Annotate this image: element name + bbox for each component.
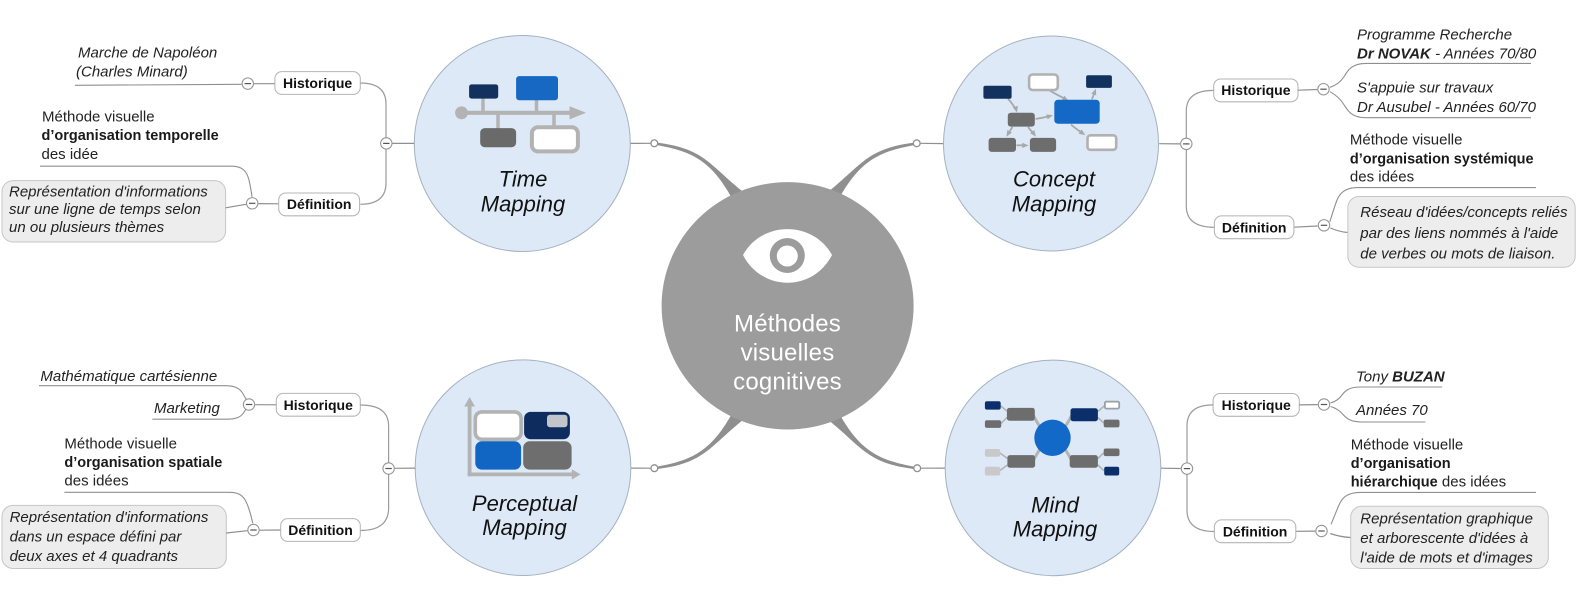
svg-text:Définition: Définition: [288, 522, 353, 538]
svg-text:des idée: des idée: [42, 146, 99, 163]
svg-text:Historique: Historique: [1221, 82, 1290, 98]
svg-text:Concept: Concept: [1013, 167, 1096, 192]
svg-text:Mathématique cartésienne: Mathématique cartésienne: [40, 368, 217, 385]
svg-text:Méthode visuelle: Méthode visuelle: [1350, 131, 1463, 148]
svg-text:sur une ligne de temps selon: sur une ligne de temps selon: [9, 201, 201, 218]
svg-text:Représentation d'informations: Représentation d'informations: [10, 509, 209, 526]
svg-text:Programme Recherche: Programme Recherche: [1357, 26, 1512, 43]
svg-text:Mapping: Mapping: [481, 192, 566, 217]
svg-text:Définition: Définition: [1222, 219, 1287, 235]
svg-text:Méthode visuelle: Méthode visuelle: [64, 435, 177, 452]
svg-text:l'aide de mots et d'images: l'aide de mots et d'images: [1360, 550, 1533, 567]
svg-text:cognitives: cognitives: [733, 369, 842, 396]
svg-text:S'appuie sur travaux: S'appuie sur travaux: [1357, 80, 1494, 97]
svg-text:Mapping: Mapping: [1013, 517, 1098, 542]
svg-text:Méthode visuelle: Méthode visuelle: [1351, 436, 1464, 453]
svg-text:et arborescente d'idées à: et arborescente d'idées à: [1360, 530, 1528, 547]
svg-text:hiérarchique des idées: hiérarchique des idées: [1351, 473, 1506, 490]
svg-text:Mind: Mind: [1031, 493, 1079, 518]
svg-text:Dr Ausubel - Années 60/70: Dr Ausubel - Années 60/70: [1357, 99, 1537, 116]
svg-text:Réseau d'idées/concepts reliés: Réseau d'idées/concepts reliés: [1360, 204, 1568, 221]
svg-text:Marche de Napoléon: Marche de Napoléon: [78, 45, 217, 62]
svg-text:Mapping: Mapping: [482, 515, 567, 540]
svg-text:Historique: Historique: [283, 75, 352, 91]
svg-text:Historique: Historique: [1222, 397, 1291, 413]
svg-text:Marketing: Marketing: [154, 400, 221, 417]
svg-text:Perceptual: Perceptual: [472, 491, 578, 516]
svg-text:Dr NOVAK - Années 70/80: Dr NOVAK - Années 70/80: [1357, 45, 1537, 62]
svg-text:d’organisation spatiale: d’organisation spatiale: [64, 455, 222, 471]
svg-text:Tony BUZAN: Tony BUZAN: [1356, 368, 1446, 385]
svg-text:des idées: des idées: [64, 472, 128, 489]
svg-text:Définition: Définition: [287, 196, 352, 212]
svg-text:Historique: Historique: [284, 397, 353, 413]
svg-text:d’organisation temporelle: d’organisation temporelle: [42, 128, 219, 144]
svg-text:Mapping: Mapping: [1012, 192, 1097, 217]
svg-text:Définition: Définition: [1223, 523, 1288, 539]
svg-text:Time: Time: [499, 167, 548, 192]
svg-text:Méthodes: Méthodes: [734, 311, 841, 338]
svg-text:dans un espace défini par: dans un espace défini par: [10, 529, 183, 546]
svg-text:d’organisation systémique: d’organisation systémique: [1350, 151, 1534, 167]
svg-text:Représentation graphique: Représentation graphique: [1360, 511, 1533, 528]
svg-text:deux axes et 4 quadrants: deux axes et 4 quadrants: [10, 548, 179, 565]
svg-text:Années 70: Années 70: [1355, 402, 1428, 419]
svg-text:par des liens nommés à l'aide: par des liens nommés à l'aide: [1359, 225, 1558, 242]
svg-text:Représentation d'informations: Représentation d'informations: [9, 183, 208, 200]
svg-text:d’organisation: d’organisation: [1351, 456, 1451, 472]
svg-text:Méthode visuelle: Méthode visuelle: [42, 108, 155, 125]
svg-text:(Charles Minard): (Charles Minard): [76, 64, 188, 81]
svg-text:de verbes ou mots de liaison.: de verbes ou mots de liaison.: [1360, 246, 1555, 263]
svg-text:un ou plusieurs thèmes: un ou plusieurs thèmes: [9, 219, 165, 236]
svg-text:des idées: des idées: [1350, 169, 1414, 186]
svg-text:visuelles: visuelles: [741, 340, 835, 367]
